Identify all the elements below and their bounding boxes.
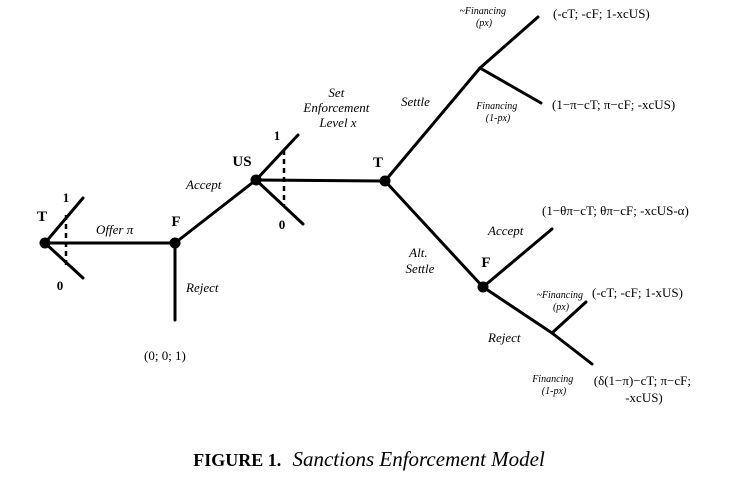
set-enforcement-line-3: Level x <box>318 115 356 130</box>
chance-alt-no-financing-line-1: ~Financing <box>536 290 583 301</box>
payoff-alt-reject-financing-line-1: (δ(1−π)−cT; π−cF; <box>594 373 691 388</box>
set-enforcement-line-1: Set <box>328 85 344 100</box>
root-arm-upper <box>43 196 85 245</box>
action-offer: Offer π <box>96 222 134 237</box>
action-alt-settle: Alt. Settle <box>406 245 435 276</box>
chance-settle-no-financing-line-1: ~Financing <box>459 6 506 17</box>
edge-settle-no-financing <box>478 15 540 70</box>
edge-alt-no-financing <box>550 300 588 335</box>
chance-alt-financing: Financing (1-px) <box>531 374 576 397</box>
chance-settle-financing: Financing (1-px) <box>475 101 520 124</box>
root-zero-label: 0 <box>57 278 64 293</box>
us-one-label: 1 <box>274 128 281 143</box>
node-f-second <box>477 281 489 293</box>
root-one-label: 1 <box>63 190 70 205</box>
us-zero-label: 0 <box>279 217 286 232</box>
chance-settle-no-financing: ~Financing (px) <box>459 6 508 29</box>
payoff-settle-financing: (1−π−cT; π−cF; -xcUS) <box>552 97 675 112</box>
figure-caption: FIGURE 1. Sanctions Enforcement Model <box>193 447 545 471</box>
alt-settle-line-1: Alt. <box>408 245 427 260</box>
node-f-first <box>169 237 181 249</box>
set-enforcement-line-2: Enforcement <box>302 100 369 115</box>
figure-caption-title: Sanctions Enforcement Model <box>292 447 544 471</box>
player-label-t-root: T <box>37 209 47 225</box>
payoff-alt-reject-financing: (δ(1−π)−cT; π−cF; -xcUS) <box>594 373 694 405</box>
edge-accept-first <box>173 178 258 245</box>
edge-accept-second <box>481 227 554 289</box>
player-label-t-mid: T <box>373 155 383 171</box>
us-arm-upper <box>254 133 300 182</box>
edge-alt-financing <box>550 331 594 366</box>
chance-alt-financing-line-2: (1-px) <box>542 386 567 397</box>
chance-alt-no-financing: ~Financing (px) <box>536 290 585 313</box>
alt-settle-line-2: Settle <box>406 261 435 276</box>
action-reject-second: Reject <box>487 330 521 345</box>
payoff-settle-no-financing: (-cT; -cF; 1-xcUS) <box>553 6 650 21</box>
edge-settle <box>383 66 482 183</box>
player-label-f-first: F <box>171 214 180 230</box>
us-arm-lower <box>254 178 305 226</box>
action-accept-second: Accept <box>487 223 524 238</box>
action-accept-first: Accept <box>185 177 222 192</box>
edge-alt-settle <box>383 179 485 289</box>
action-set-enforcement: Set Enforcement Level x <box>302 85 372 130</box>
chance-alt-financing-line-1: Financing <box>531 374 573 385</box>
payoff-reject-first: (0; 0; 1) <box>144 348 186 363</box>
action-settle: Settle <box>401 94 430 109</box>
figure-caption-label: FIGURE 1. <box>193 450 281 470</box>
action-reject-first: Reject <box>185 280 219 295</box>
chance-settle-financing-line-1: Financing <box>475 101 517 112</box>
node-t-mid <box>379 175 391 187</box>
edge-set-enforcement <box>254 178 387 183</box>
edge-settle-financing <box>478 66 543 105</box>
node-us <box>250 174 262 186</box>
payoff-alt-reject-no-financing: (-cT; -cF; 1-xUS) <box>592 285 683 300</box>
chance-settle-no-financing-line-2: (px) <box>476 18 493 29</box>
node-t-root <box>39 237 51 249</box>
player-label-us: US <box>232 154 251 170</box>
chance-settle-financing-line-2: (1-px) <box>486 113 511 124</box>
chance-alt-no-financing-line-2: (px) <box>553 302 570 313</box>
player-label-f-second: F <box>481 255 490 271</box>
edge-reject-second <box>481 285 554 335</box>
root-arm-lower <box>43 241 85 280</box>
payoff-alt-accept: (1−θπ−cT; θπ−cF; -xcUS-α) <box>542 203 689 218</box>
payoff-alt-reject-financing-line-2: -xcUS) <box>625 390 663 405</box>
